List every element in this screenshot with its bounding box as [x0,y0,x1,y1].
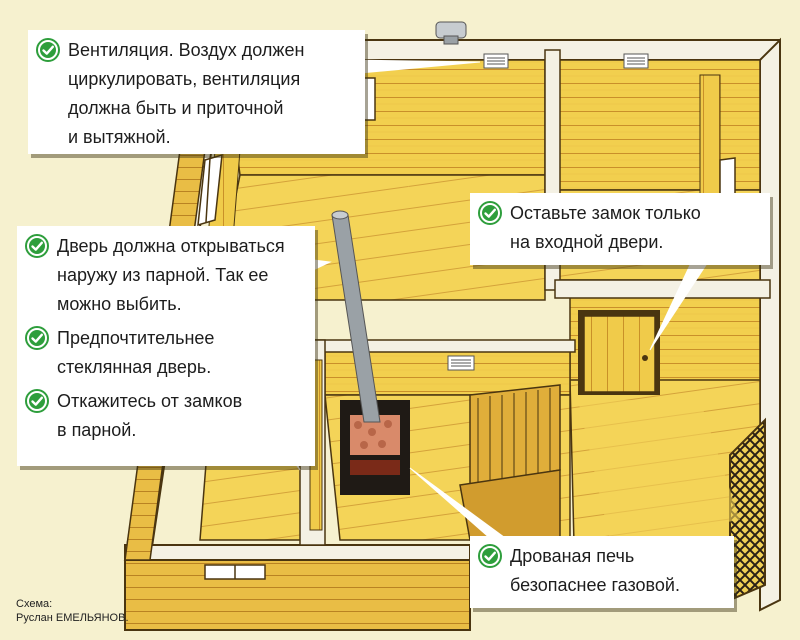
door-icon [578,310,660,395]
text-line: Оставьте замок только [510,203,701,223]
callout-stove: Дрованая печь безопаснее газовой. [470,536,734,608]
text-line: на входной двери. [510,232,664,252]
callout-stove-row: Дрованая печь безопаснее газовой. [478,542,724,600]
callout-ventilation-row: Вентиляция. Воздух должен циркулировать,… [36,36,355,152]
text-line: Вентиляция. Воздух должен [68,40,305,60]
callout-door-text-3: Откажитесь от замков в парной. [57,387,305,445]
callout-door-row-3: Откажитесь от замков в парной. [25,387,305,445]
vent-grille-icon [483,53,649,69]
chimney-pipe-icon [331,210,381,423]
text-line: и вытяжной. [68,127,171,147]
callout-ventilation: Вентиляция. Воздух должен циркулировать,… [28,30,365,154]
check-icon [25,389,49,413]
text-line: Откажитесь от замков [57,391,243,411]
text-line: можно выбить. [57,294,182,314]
callout-door-text-1: Дверь должна открываться наружу из парно… [57,232,305,319]
text-line: безопаснее газовой. [510,575,680,595]
stove-icon [340,400,410,495]
text-line: Дверь должна открываться [57,236,285,256]
text-line: Дрованая печь [510,546,635,566]
callout-steam-room-door: Дверь должна открываться наружу из парно… [17,226,315,466]
entrance-hall [554,279,771,602]
callout-ventilation-text: Вентиляция. Воздух должен циркулировать,… [68,36,355,152]
callout-stove-text: Дрованая печь безопаснее газовой. [510,542,724,600]
callout-lock-row: Оставьте замок только на входной двери. [478,199,760,257]
check-icon [478,544,502,568]
callout-lock-text: Оставьте замок только на входной двери. [510,199,760,257]
check-icon [25,326,49,350]
callout-door-row-2: Предпочтительнее стеклянная дверь. [25,324,305,382]
text-line: наружу из парной. Так ее [57,265,269,285]
vent-grille-icon [447,355,475,371]
text-line: должна быть и приточной [68,98,284,118]
callout-door-row-1: Дверь должна открываться наружу из парно… [25,232,305,319]
steam-room [314,210,576,541]
scheme-credit: Схема: Руслан ЕМЕЛЬЯНОВ. [16,597,129,625]
text-line: циркулировать, вентиляция [68,69,301,89]
text-line: в парной. [57,420,137,440]
credit-author: Руслан ЕМЕЛЬЯНОВ. [16,612,129,624]
callout-lock: Оставьте замок только на входной двери. [470,193,770,265]
check-icon [478,201,502,225]
check-icon [36,38,60,62]
text-line: стеклянная дверь. [57,357,212,377]
text-line: Предпочтительнее [57,328,215,348]
check-icon [25,234,49,258]
roof-vent-icon [435,21,467,45]
credit-label: Схема: [16,598,53,610]
callout-door-text-2: Предпочтительнее стеклянная дверь. [57,324,305,382]
